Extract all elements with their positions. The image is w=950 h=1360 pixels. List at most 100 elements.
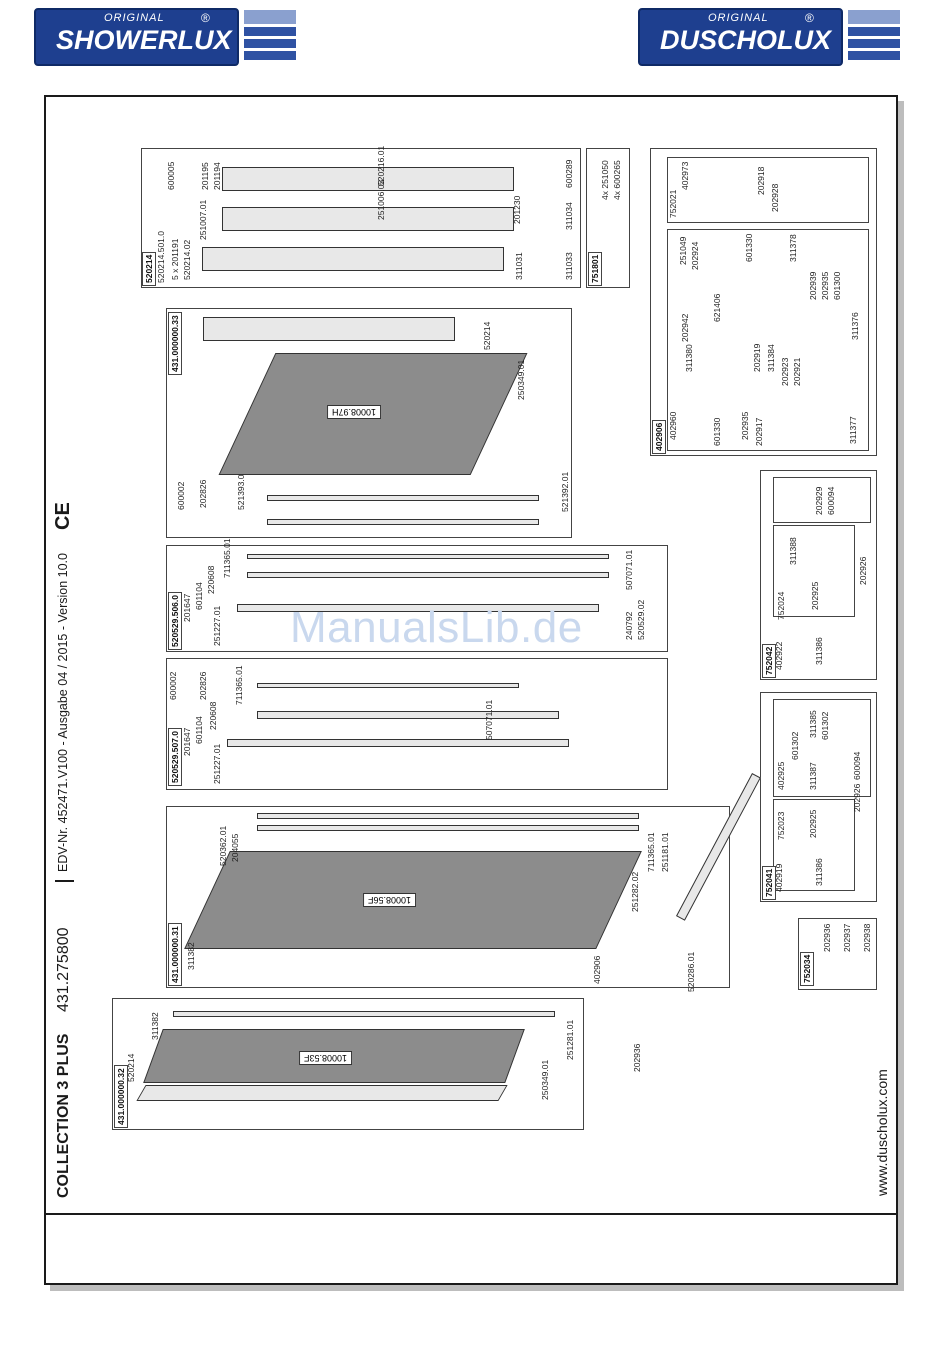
part-number: 201194	[212, 162, 222, 190]
part-number: 752021	[668, 189, 678, 218]
assembly-box-431-000000-32: 10008.53F	[112, 998, 584, 1130]
wall-profile	[136, 1085, 508, 1101]
part-number: 520362.01	[218, 825, 228, 866]
rail	[257, 711, 559, 719]
part-number: 250349.01	[540, 1059, 550, 1100]
part-number: 250349.01	[516, 359, 526, 400]
part-number: 240792	[624, 611, 634, 640]
part-number: 202924	[690, 241, 700, 270]
part-number: 520286.01	[686, 951, 696, 992]
rail	[247, 554, 609, 559]
part-number: 520214.02	[182, 239, 192, 280]
rail	[202, 247, 504, 271]
part-number: 311376	[850, 312, 860, 340]
part-number: 520214	[482, 321, 492, 350]
part-number: 202942	[680, 313, 690, 342]
assembly-box-431-000000-33: 10008.97H	[166, 308, 572, 538]
assembly-box-520214	[141, 148, 581, 288]
part-number: 202917	[754, 417, 764, 446]
part-number: 311377	[848, 416, 858, 444]
glass-label: 10008.53F	[299, 1051, 353, 1065]
assembly-tag: 431.000000.33	[168, 312, 182, 375]
assembly-tag: 402906	[652, 419, 666, 454]
part-number: 402960	[668, 411, 678, 440]
part-number: 402919	[774, 863, 784, 892]
logo-brand-text: SHOWERLUX	[56, 25, 232, 55]
registered-mark: ®	[201, 11, 210, 25]
part-number: 202936	[632, 1043, 642, 1072]
article-number: 431.275800	[55, 927, 72, 1012]
assembly-tag: 751801	[588, 251, 602, 286]
sub-box-752023	[773, 799, 855, 891]
part-number: 601104	[194, 582, 204, 610]
sub-box-752021	[667, 157, 869, 223]
part-number: 202925	[808, 809, 818, 838]
duscholux-logo: ORIGINAL DUSCHOLUX ®	[638, 8, 903, 68]
part-number: 251282.02	[630, 871, 640, 912]
assembly-tag: 431.000000.31	[168, 923, 182, 986]
rail	[257, 683, 519, 688]
part-number: 311386	[814, 858, 824, 886]
assembly-tag: 520214	[142, 251, 156, 286]
part-number: 202921	[792, 357, 802, 386]
part-number: 202925	[810, 581, 820, 610]
part-number: 507071.01	[624, 549, 634, 590]
sub-box-752024	[773, 525, 855, 617]
assembly-box-752041	[760, 692, 877, 902]
assembly-box-520529-507-0	[166, 658, 668, 790]
part-number: 711365.01	[222, 538, 232, 578]
part-number: 600289	[564, 159, 574, 188]
assembly-tag: 520529.506.0	[168, 592, 182, 650]
part-number: 251227.01	[212, 605, 222, 646]
part-number: 201647	[182, 727, 192, 756]
ce-mark: CE	[52, 502, 74, 530]
part-number: 202938	[862, 923, 872, 952]
part-number: 202928	[770, 183, 780, 212]
assembly-box-520529-506-0	[166, 545, 668, 652]
watermark: ManualsLib.de	[290, 603, 583, 652]
part-number: 251049	[678, 236, 688, 265]
part-number: 201230	[512, 195, 522, 224]
part-number: 220608	[208, 701, 218, 730]
part-number: 711365.01	[234, 665, 244, 705]
assembly-box-751801	[586, 148, 630, 288]
part-number: 251281.01	[565, 1019, 575, 1060]
part-number: 600094	[852, 751, 862, 780]
logo-original-text: ORIGINAL	[708, 12, 769, 24]
part-number: 202826	[198, 671, 208, 700]
wall-profile	[203, 317, 455, 341]
part-number: 311385	[808, 710, 818, 738]
assembly-box-431-000000-31: 10008.56F	[166, 806, 730, 988]
sub-box-402925	[773, 699, 871, 797]
part-number: 752023	[776, 811, 786, 840]
part-number: 402922	[774, 641, 784, 670]
part-number: 520214.501.0	[156, 231, 166, 283]
rail	[267, 519, 539, 525]
part-number: 600094	[826, 486, 836, 515]
edv-version-line: EDV-Nr. 452471.V100 - Ausgabe 04 / 2015 …	[56, 553, 70, 872]
part-number: 202935	[740, 411, 750, 440]
part-number: 202939	[808, 271, 818, 300]
top-rail	[257, 813, 639, 819]
part-number: 202923	[780, 357, 790, 386]
part-number: 311380	[684, 344, 694, 372]
assembly-box-752034	[798, 918, 877, 990]
sub-box	[773, 477, 871, 523]
logo-brand-text: DUSCHOLUX	[660, 25, 832, 55]
part-number: 202919	[752, 343, 762, 372]
part-number: 311388	[788, 537, 798, 565]
part-number: 601302	[820, 711, 830, 740]
sub-box-402960	[667, 229, 869, 451]
part-number: 601104	[194, 716, 204, 744]
showerlux-logo: ORIGINAL SHOWERLUX ®	[34, 8, 299, 68]
part-number: 201647	[182, 593, 192, 622]
part-number: 251007.01	[198, 199, 208, 240]
title-separator	[55, 880, 74, 882]
part-number: 402973	[680, 161, 690, 190]
logo-original-text: ORIGINAL	[104, 12, 165, 24]
part-number: 311382	[186, 942, 196, 970]
part-number: 202926	[852, 783, 862, 812]
part-number: 4x 251050	[600, 160, 610, 200]
assembly-tag: 520529.507.0	[168, 728, 182, 786]
assembly-tag: 752034	[800, 951, 814, 986]
